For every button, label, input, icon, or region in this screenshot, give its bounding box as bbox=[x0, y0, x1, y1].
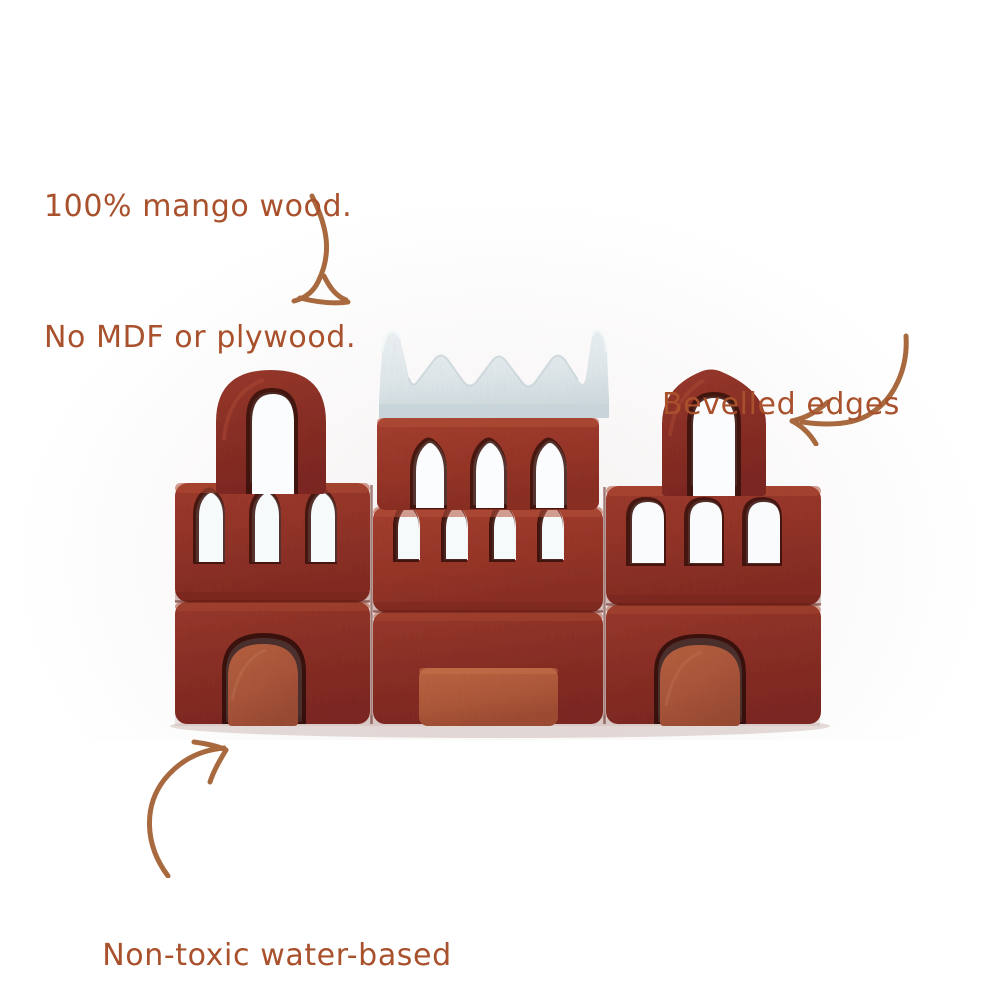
white-crenellation bbox=[379, 328, 609, 418]
right-tower-arch bbox=[662, 369, 766, 496]
annotation-non-toxic: Non-toxic water-based colours bbox=[62, 890, 492, 1000]
annotation-material: 100% mango wood. No MDF or plywood. bbox=[44, 98, 356, 446]
annotation-material-line1: 100% mango wood. bbox=[44, 189, 353, 224]
center-step-block bbox=[419, 668, 558, 726]
annotation-bevelled-edges: Bevelled edges bbox=[662, 296, 900, 514]
right-dome-insert bbox=[660, 645, 740, 726]
left-window-block bbox=[175, 483, 370, 602]
annotation-material-line2: No MDF or plywood. bbox=[44, 319, 357, 355]
block-seams bbox=[175, 485, 821, 724]
annotation-non-toxic-line1: Non-toxic water-based bbox=[102, 937, 452, 973]
annotation-bevelled-edges-line1: Bevelled edges bbox=[662, 387, 900, 422]
center-window-block bbox=[373, 503, 603, 612]
center-top-arcade bbox=[377, 418, 599, 510]
left-tower-arch bbox=[216, 370, 326, 494]
left-dome-insert bbox=[228, 644, 298, 726]
